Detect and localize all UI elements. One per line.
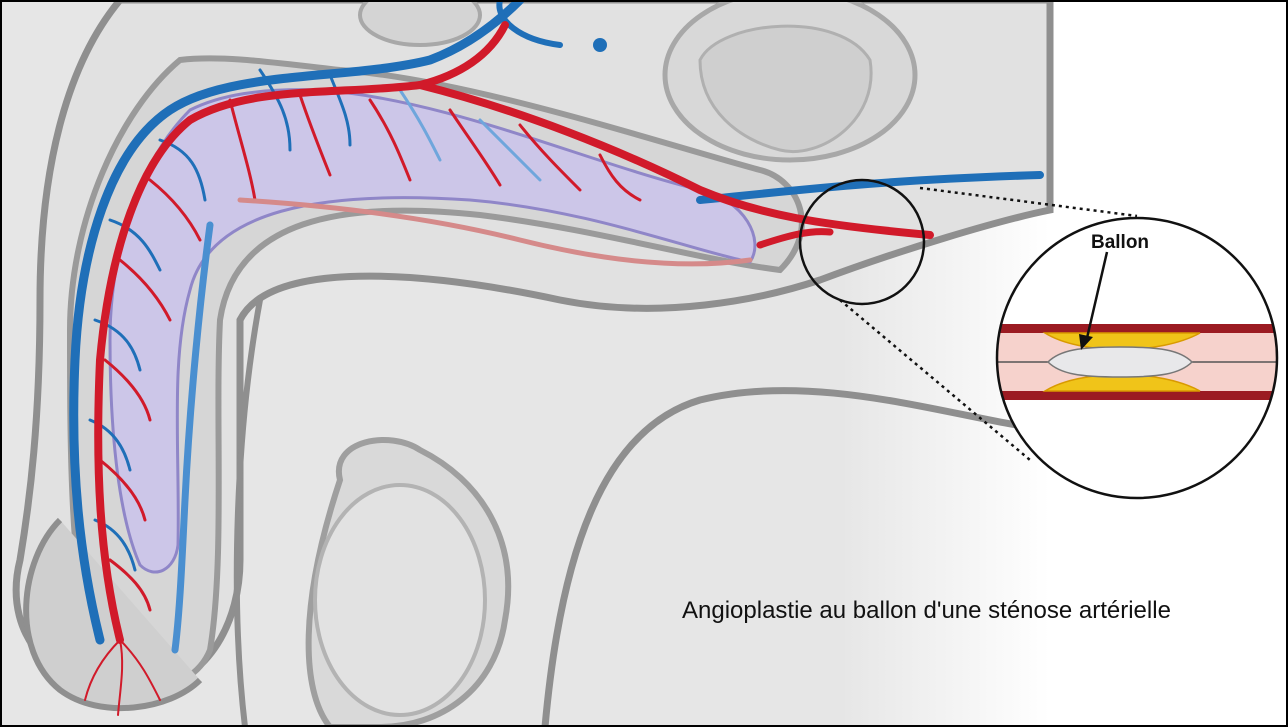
- inner-outline: [233, 299, 263, 727]
- magnifier-circle-icon: [995, 216, 1279, 500]
- prostate-bladder: [358, 0, 918, 163]
- balloon-label: Ballon: [1091, 232, 1149, 253]
- zoom-source-circle: [798, 178, 926, 306]
- veins: [69, 0, 1044, 654]
- balloon: [1046, 346, 1194, 378]
- arrow-icon: [1079, 251, 1109, 350]
- testis: [305, 437, 512, 727]
- thigh-outline: [541, 387, 1051, 727]
- magnified-view: [995, 216, 1279, 500]
- connector-line-top: [919, 186, 1138, 218]
- arteries: [84, 21, 934, 716]
- figure-caption: Angioplastie au ballon d'une sténose art…: [682, 597, 1171, 624]
